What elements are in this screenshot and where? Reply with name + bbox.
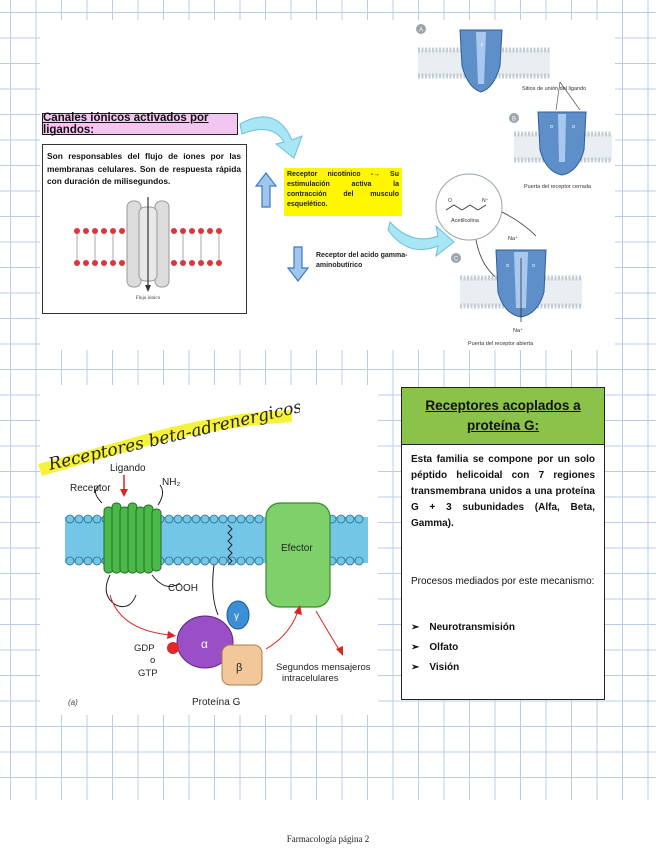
page-footer: Farmacología página 2 <box>0 834 656 844</box>
fig-label-na1: Na⁺ <box>508 235 518 242</box>
fig-label-a: A <box>419 28 423 34</box>
arrow-bullet-icon: ➢ <box>411 638 419 658</box>
label-gdp: GDP <box>134 643 155 654</box>
label-receptor: Receptor <box>70 483 111 494</box>
gpcr-diagram: Ligando Receptor NH₂ COOH Efector α γ β … <box>40 455 378 715</box>
gpcr-title: Receptores acoplados a proteína G: <box>401 387 605 445</box>
list-item: ➢Olfato <box>411 638 595 658</box>
svg-text:α: α <box>532 263 535 269</box>
label-o: o <box>150 655 155 666</box>
processes-intro: Procesos mediados por este mecanismo: <box>411 574 595 590</box>
fig-label-closed: Puerta del receptor cerrada <box>524 184 592 190</box>
label-ligando: Ligando <box>110 463 146 474</box>
label-gamma: γ <box>234 611 239 622</box>
svg-text:α: α <box>572 124 575 130</box>
arrow-bullet-icon: ➢ <box>411 618 419 638</box>
label-beta: β <box>236 662 242 674</box>
fig-label-c: C <box>454 257 459 263</box>
ion-channel-description-box: Son responsables del flujo de iones por … <box>42 144 247 314</box>
svg-text:α: α <box>550 124 553 130</box>
label-proteina-g: Proteína G <box>192 697 241 708</box>
fig-label-b: B <box>512 117 516 123</box>
svg-text:α: α <box>506 263 509 269</box>
ion-channel-description: Son responsables del flujo de iones por … <box>47 150 241 188</box>
fig-label-open: Puerta del receptor abierta <box>468 341 534 347</box>
ion-channel-illustration: Flujo iónico <box>43 197 246 309</box>
flow-label: Flujo iónico <box>136 296 161 301</box>
arrow-bullet-icon: ➢ <box>411 658 419 678</box>
label-cooh: COOH <box>168 583 198 594</box>
up-arrow-icon <box>255 172 277 208</box>
label-fig-a: (a) <box>68 698 78 707</box>
fig-label-na2: Na⁺ <box>513 327 523 334</box>
label-nh2: NH₂ <box>162 477 180 488</box>
nicotinic-receptor-note: Receptor nicotínico -→ Su estimulación a… <box>284 168 402 216</box>
curved-arrow-top-icon <box>236 110 308 162</box>
gpcr-text-box: Esta familia se compone por un solo pépt… <box>401 445 605 700</box>
label-efector: Efector <box>281 543 313 554</box>
section-title-ion-channels: Canales iónicos activados por ligandos: <box>42 113 238 135</box>
fig-label-sites: Sitios de unión del ligando <box>522 86 586 92</box>
gpcr-description: Esta familia se compone por un solo pépt… <box>411 452 595 532</box>
svg-text:O: O <box>448 198 452 204</box>
down-arrow-icon <box>287 246 309 282</box>
svg-text:N⁺: N⁺ <box>482 198 489 204</box>
processes-list: ➢Neurotransmisión ➢Olfato ➢Visión <box>411 618 595 678</box>
list-item: ➢Neurotransmisión <box>411 618 595 638</box>
list-item: ➢Visión <box>411 658 595 678</box>
fig-label-acetylcholine: Acetilcolina <box>451 218 480 224</box>
label-gtp: GTP <box>138 668 158 679</box>
label-alpha: α <box>201 637 208 651</box>
